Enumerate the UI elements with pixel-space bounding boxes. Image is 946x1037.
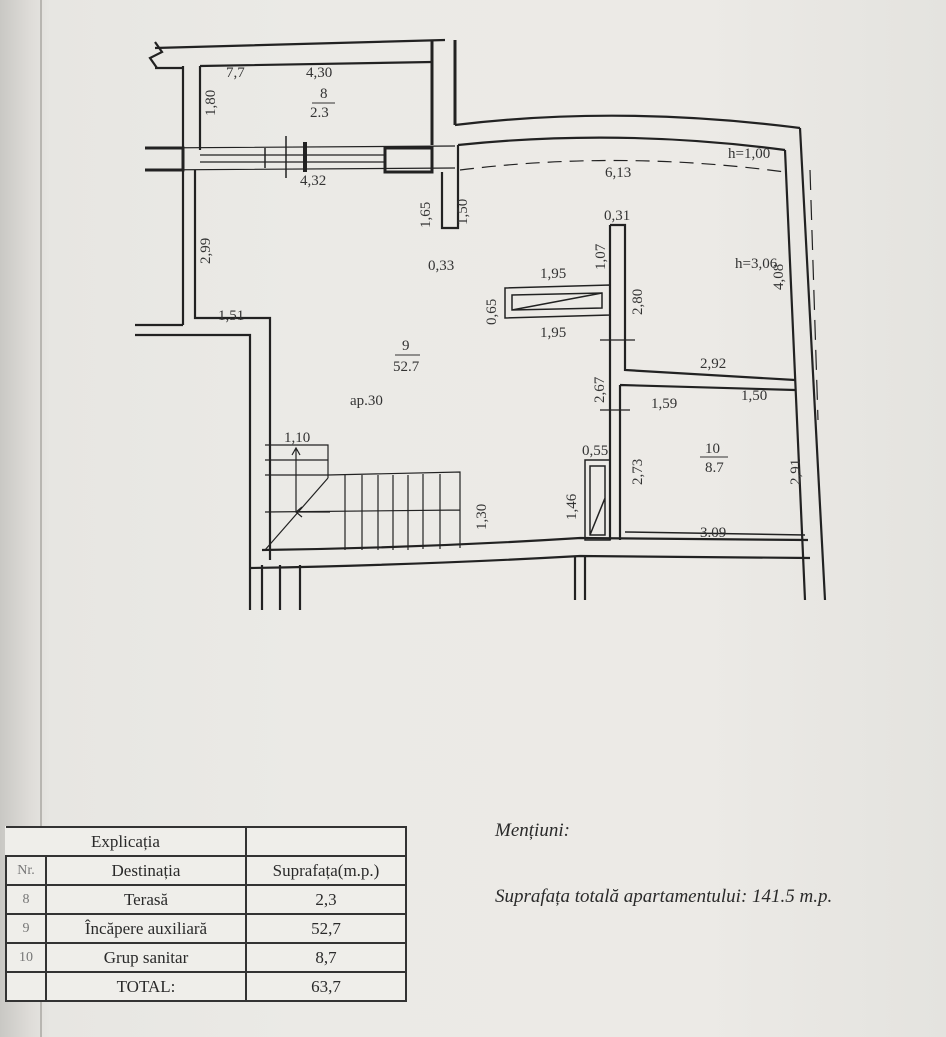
room-9-number: 9 xyxy=(402,338,410,354)
total-nr-empty xyxy=(5,971,47,1002)
dim: 1,95 xyxy=(540,266,566,282)
dim: 1,95 xyxy=(540,325,566,341)
row-destination: Grup sanitar xyxy=(45,942,247,973)
dim: 1,10 xyxy=(284,430,310,446)
row-nr: 9 xyxy=(5,913,47,944)
dim: 6,13 xyxy=(605,165,631,181)
partition-wall xyxy=(608,223,796,540)
bottom-wall xyxy=(249,536,811,570)
niche xyxy=(584,459,611,541)
dim: 0,33 xyxy=(428,258,454,274)
dim: 3.09 xyxy=(700,525,726,541)
row-nr: 10 xyxy=(5,942,47,973)
dim: 0,31 xyxy=(604,208,630,224)
legend-table: Explicația Nr. Destinația Suprafața(m.p.… xyxy=(5,826,407,1002)
legend-title: Explicația xyxy=(6,826,247,857)
walls xyxy=(135,38,827,610)
dim: 4,08 xyxy=(771,264,787,290)
dim: 1,50 xyxy=(455,199,471,225)
table-row: 8 Terasă 2,3 xyxy=(5,884,407,915)
room-10-area: 8.7 xyxy=(705,460,724,476)
room-9-area: 52.7 xyxy=(393,359,420,375)
room-8-area: 2.3 xyxy=(310,105,329,121)
room-10-number: 10 xyxy=(705,441,720,457)
counter xyxy=(504,284,611,319)
room-labels: 8 2.3 9 52.7 ap.30 10 8.7 xyxy=(310,86,728,476)
total-label: TOTAL: xyxy=(45,971,247,1002)
staircase xyxy=(264,444,461,551)
row-area: 8,7 xyxy=(245,942,407,973)
room-8-number: 8 xyxy=(320,86,328,102)
legend-title-spacer xyxy=(246,826,407,857)
dim: 1,46 xyxy=(564,493,580,520)
dim: 2,92 xyxy=(700,356,726,372)
header-destination: Destinația xyxy=(45,855,247,886)
dim: 1,07 xyxy=(593,243,609,270)
left-wall xyxy=(135,170,272,610)
row-area: 2,3 xyxy=(245,884,407,915)
dim: h=1,00 xyxy=(728,146,770,162)
dim: 2,73 xyxy=(630,459,646,485)
dim: 2,91 xyxy=(788,459,804,485)
dim: 4,32 xyxy=(300,173,326,189)
main-top-wall xyxy=(454,114,801,152)
dim: 7,7 xyxy=(226,65,245,81)
table-row: 10 Grup sanitar 8,7 xyxy=(5,942,407,973)
dim: 1,51 xyxy=(218,308,244,324)
dim: 2,80 xyxy=(630,289,646,315)
terrace-left-wall xyxy=(181,66,202,150)
table-row: 9 Încăpere auxiliară 52,7 xyxy=(5,913,407,944)
pillar xyxy=(440,145,460,230)
floor-plan: 8 2.3 9 52.7 ap.30 10 8.7 7,7 4,30 1,80 … xyxy=(135,38,827,610)
row-destination: Terasă xyxy=(45,884,247,915)
dim: 1,65 xyxy=(418,202,434,228)
wall-break-left xyxy=(148,41,183,70)
header-area: Suprafața(m.p.) xyxy=(245,855,407,886)
dim: h=3,06 xyxy=(735,256,778,272)
window-wall xyxy=(144,145,456,171)
apartment-label: ap.30 xyxy=(350,393,383,409)
dim: 1,50 xyxy=(741,388,767,404)
dim: 0,55 xyxy=(582,443,608,459)
dimensions: 7,7 4,30 1,80 4,32 2,99 1,51 1,65 1,50 0… xyxy=(198,65,804,541)
dim: 4,30 xyxy=(306,65,332,81)
row-destination: Încăpere auxiliară xyxy=(45,913,247,944)
dim: 0,65 xyxy=(484,299,500,325)
total-row: TOTAL: 63,7 xyxy=(5,971,407,1002)
header-nr: Nr. xyxy=(5,855,47,886)
notes-title: Mențiuni: xyxy=(495,820,570,841)
terrace-right-wall xyxy=(430,40,457,145)
right-wall xyxy=(783,127,827,601)
page-fold xyxy=(40,0,42,1037)
dim: 1,30 xyxy=(474,504,490,530)
ceiling-line xyxy=(459,159,786,173)
dim: 1,80 xyxy=(203,90,219,116)
dim: 1,59 xyxy=(651,396,677,412)
dim: 2,99 xyxy=(198,238,214,264)
row-area: 52,7 xyxy=(245,913,407,944)
row-nr: 8 xyxy=(5,884,47,915)
terrace-top-wall xyxy=(154,38,446,68)
total-value: 63,7 xyxy=(245,971,407,1002)
total-apartment-area: Suprafața totală apartamentului: 141.5 m… xyxy=(495,886,833,907)
dim: 2,67 xyxy=(592,376,608,403)
